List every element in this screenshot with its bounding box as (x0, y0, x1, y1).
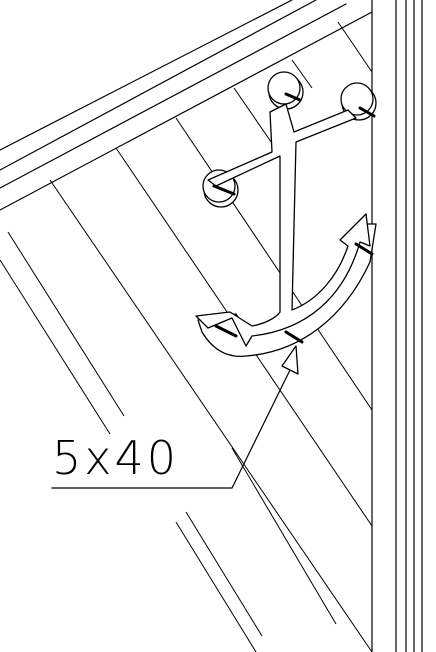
screw (354, 242, 374, 256)
board-line (233, 87, 279, 153)
rail-line (0, 3, 347, 189)
callout-leader (51, 345, 299, 489)
board-line (0, 259, 111, 435)
leader-arrow-icon (281, 345, 299, 375)
wall-boards (0, 21, 373, 652)
rail-line (0, 11, 373, 211)
screws (212, 92, 376, 344)
board-line (175, 521, 257, 652)
corner-post (371, 0, 423, 652)
leader-line (51, 369, 291, 489)
handrail (0, 0, 373, 211)
screw (284, 330, 304, 344)
screw-size-label: 5x40 (52, 431, 179, 485)
rail-line (0, 0, 293, 151)
anchor-body (195, 103, 371, 347)
rail-line (0, 0, 317, 171)
board-line (49, 179, 373, 652)
screw (212, 184, 236, 196)
board-line (337, 21, 373, 73)
screw (358, 106, 376, 118)
anchor-ring-right (340, 82, 374, 116)
board-line (185, 511, 263, 637)
screw (214, 324, 238, 338)
board-line (175, 117, 373, 411)
board-line (7, 231, 125, 417)
board-line (291, 59, 313, 89)
board-line (231, 447, 337, 625)
anchor-ornament (195, 71, 377, 358)
screw (284, 92, 302, 102)
